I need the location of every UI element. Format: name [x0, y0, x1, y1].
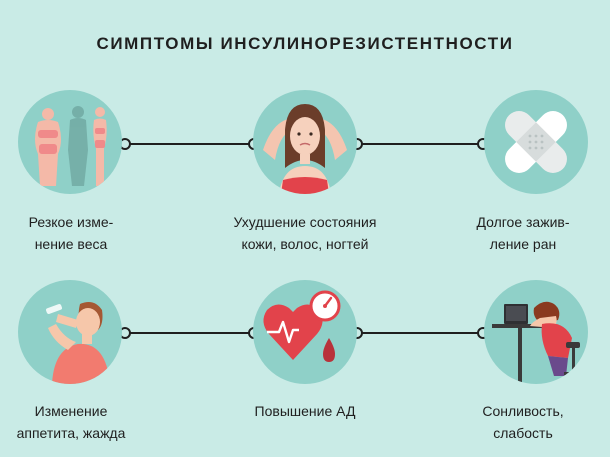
symptom-label-appetite-thirst: Изменение аппетита, жажда	[16, 403, 126, 441]
woman-hair-skin-icon	[253, 90, 357, 194]
man-drinking-icon	[18, 280, 122, 384]
symptom-label-skin-hair-nails: Ухудшение состояния кожи, волос, ногтей	[233, 214, 377, 252]
symptom-label-blood-pressure: Повышение АД	[254, 403, 356, 419]
symptom-label-wound-healing: Долгое зажив- ление ран	[476, 214, 570, 252]
tired-worker-desk-icon	[484, 280, 588, 384]
heart-pressure-gauge-icon	[253, 280, 357, 384]
weight-change-icon	[18, 90, 122, 194]
symptom-label-sleepiness: Сонливость, слабость	[482, 403, 564, 441]
page-title: СИМПТОМЫ ИНСУЛИНОРЕЗИСТЕНТНОСТИ	[96, 34, 514, 53]
bandage-cross-icon	[484, 90, 588, 194]
symptom-label-weight: Резкое изме- нение веса	[28, 214, 114, 252]
